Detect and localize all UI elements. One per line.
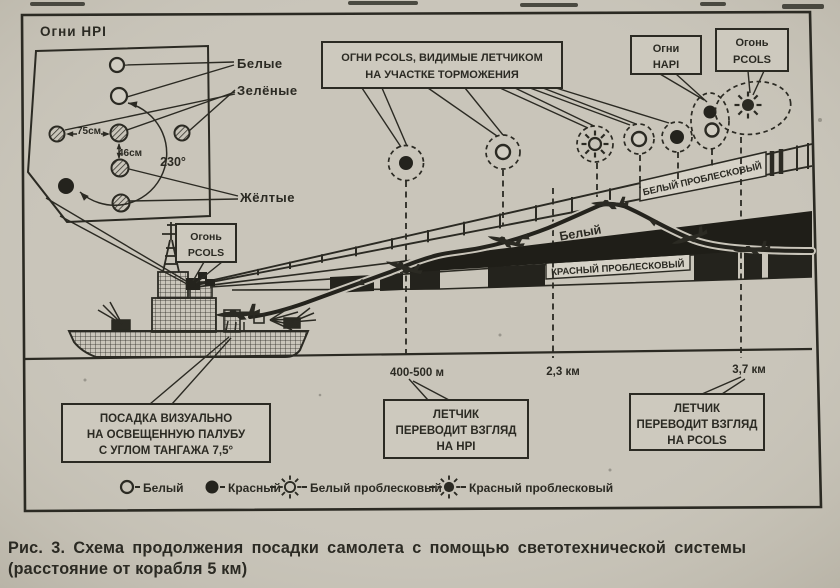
light2-white <box>494 143 512 161</box>
legend: Белый Красный Белый проблесковый Красный… <box>119 474 613 500</box>
jet-downwash <box>225 320 245 333</box>
angle-230: 230° <box>160 155 186 169</box>
hapi-box <box>630 35 702 75</box>
scan-specks <box>83 118 822 472</box>
caption-line1: Рис. 3. Схема продолжения посадки самоле… <box>8 539 746 557</box>
pilot-pcols-box <box>629 393 765 451</box>
legend-red-flashing-icon <box>436 474 462 500</box>
label-green-lights: Зелёные <box>237 83 298 98</box>
light1-red <box>399 156 413 170</box>
pcols-visible-leaders <box>361 87 670 148</box>
coverage-arc <box>79 102 168 206</box>
yellow-light-1 <box>110 158 130 178</box>
ship-superstructure <box>151 297 217 333</box>
pcols-far-red-flashing <box>733 90 763 120</box>
pcols-far-box <box>715 28 789 72</box>
pilot-pcols-line1: ЛЕТЧИК <box>674 403 721 415</box>
legend-red-label: Красный <box>228 481 281 495</box>
dim-46cm: 46см <box>118 148 142 159</box>
legend-white-label: Белый <box>143 481 184 495</box>
bow-turret <box>97 301 131 331</box>
hapi-red-light <box>703 105 717 119</box>
figure-border <box>20 10 823 513</box>
stern-turret <box>283 307 317 329</box>
light4-white <box>630 130 648 148</box>
inset-connector-1 <box>45 197 187 282</box>
pilot-hpi-line3: НА HPI <box>437 441 476 453</box>
hapi-white-light <box>704 122 720 138</box>
light5-red <box>670 130 684 144</box>
pilot-hpi-box <box>383 399 529 459</box>
landing-line1: ПОСАДКА ВИЗУАЛЬНО <box>100 413 232 425</box>
landing-line2: НА ОСВЕЩЕННУЮ ПАЛУБУ <box>87 429 246 441</box>
white-light-2 <box>109 86 129 106</box>
ladder-thick-ticks <box>769 149 784 176</box>
red-band <box>400 211 812 273</box>
red-flashing-blocks <box>330 247 812 293</box>
light1-halo <box>387 144 425 182</box>
caption-line2: (расстояние от корабля 5 км) <box>8 560 247 578</box>
pcols-visible-box <box>321 41 563 89</box>
blast-deflector-fan <box>253 305 302 331</box>
scan-artifacts <box>30 1 824 9</box>
legend-white-icon <box>119 479 135 495</box>
pilot-hpi-line2: ПЕРЕВОДИТ ВЗГЛЯД <box>396 425 517 437</box>
ladder-ticks <box>257 143 809 276</box>
legend-red-icon <box>205 480 219 494</box>
legend-red-flashing-label: Красный проблесковый <box>469 481 613 495</box>
pcols-far-line1: Огонь <box>735 37 768 49</box>
green-light-left <box>48 125 66 143</box>
callouts: ОГНИ PCOLS, ВИДИМЫЕ ЛЕТЧИКОМ НА УЧАСТКЕ … <box>61 28 789 463</box>
pcols-light-on-mast <box>186 272 215 290</box>
hapi-line1: Огни <box>653 43 680 55</box>
distance-3-7km: 3,7 км <box>732 364 765 376</box>
legend-white-flashing-label: Белый проблесковый <box>310 481 442 495</box>
pilot-pcols-line3: НА PCOLS <box>667 435 727 447</box>
inset-title: Огни HPI <box>40 24 107 39</box>
pcols-far-line2: PCOLS <box>733 54 771 66</box>
light-beams: БЕЛЫЙ ПРОБЛЕСКОВЫЙ Белый КРАСНЫЙ ПРОБЛЕС… <box>195 143 813 293</box>
pcols-visible-line1: ОГНИ PCOLS, ВИДИМЫЕ ЛЕТЧИКОМ <box>341 52 542 64</box>
pcols-ship-line1: Огонь <box>190 231 222 243</box>
green-light-center <box>109 123 129 143</box>
hpi-inset: Огни HPI 75см 46см 230° Белые Зелёные <box>26 24 298 285</box>
pilot-hpi-line1: ЛЕТЧИК <box>433 409 480 421</box>
dim-75cm: 75см <box>77 126 101 137</box>
landing-line3: С УГЛОМ ТАНГАЖА 7,5° <box>99 445 234 457</box>
flight-path <box>246 195 816 321</box>
pcols-far-halo <box>714 80 792 136</box>
landing-box <box>61 403 271 463</box>
inset-connector-2 <box>59 215 188 285</box>
hapi-halo <box>690 92 730 150</box>
light4-halo <box>623 123 655 155</box>
white-light-1 <box>108 56 126 74</box>
pcols-visible-line2: НА УЧАСТКЕ ТОРМОЖЕНИЯ <box>365 69 519 81</box>
inset-panel <box>26 44 212 224</box>
pilot-pcols-line2: ПЕРЕВОДИТ ВЗГЛЯД <box>637 419 758 431</box>
ship <box>67 222 317 358</box>
light5-halo <box>661 121 693 153</box>
caption: Рис. 3. Схема продолжения посадки самоле… <box>8 539 746 578</box>
red-light-inset <box>58 178 74 194</box>
label-yellow-lights: Жёлтые <box>239 190 295 205</box>
light2-halo <box>485 134 521 170</box>
yellow-light-2 <box>111 193 131 213</box>
distance-labels: 400-500 м 2,3 км 3,7 км <box>390 364 766 379</box>
distance-2-3km: 2,3 км <box>546 366 579 378</box>
pcols-ship-line2: PCOLS <box>188 247 224 259</box>
approach-lights <box>387 80 792 182</box>
label-white-lights: Белые <box>237 56 283 71</box>
hapi-line2: HAPI <box>653 59 679 71</box>
pcols-ship-box <box>175 223 237 263</box>
light3-halo <box>576 125 614 163</box>
white-flashing-label-box <box>639 151 767 202</box>
green-light-right <box>173 124 191 142</box>
ship-hull <box>67 330 310 358</box>
distance-400-500: 400-500 м <box>390 367 444 379</box>
